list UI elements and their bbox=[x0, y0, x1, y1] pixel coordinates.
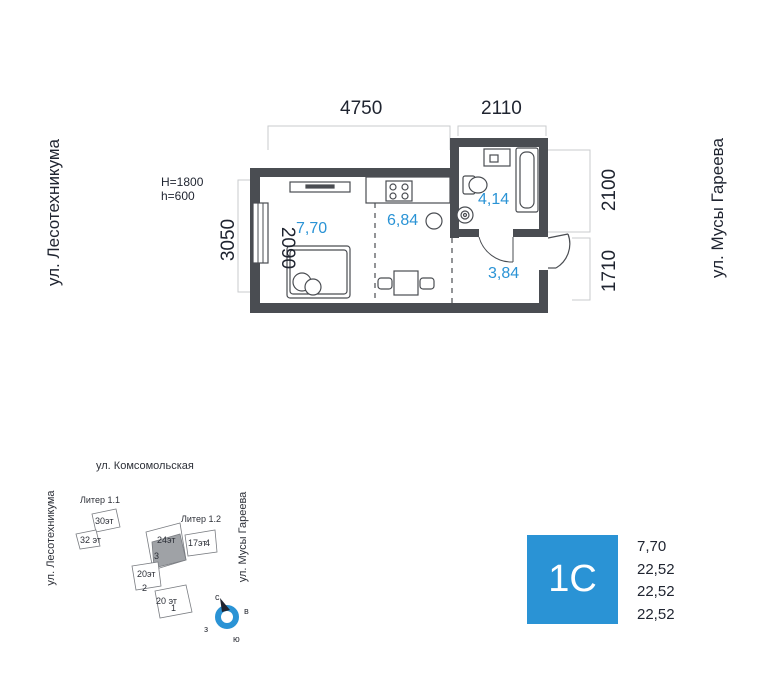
room-area-kitchen: 6,84 bbox=[387, 212, 419, 229]
room-area-living: 7,70 bbox=[296, 220, 328, 237]
bathroom-door bbox=[478, 236, 514, 263]
site-street-east: ул. Мусы Гареева bbox=[237, 491, 249, 583]
compass-north: с bbox=[215, 592, 220, 602]
site-plan-buildings bbox=[75, 508, 218, 619]
compass-icon bbox=[215, 598, 239, 629]
site-liter-1-1: Литер 1.1 bbox=[80, 495, 120, 505]
site-number-3: 3 bbox=[154, 551, 160, 561]
street-east-label: ул. Мусы Гареева bbox=[708, 138, 727, 278]
street-west-label: ул. Лесотехникума bbox=[44, 138, 63, 286]
site-floors-30: 30эт bbox=[95, 516, 114, 526]
room-area-hall: 3,84 bbox=[488, 265, 520, 282]
living-furniture bbox=[286, 181, 351, 299]
site-floors-24: 24эт bbox=[157, 535, 176, 545]
area-list-item: 22,52 bbox=[637, 560, 675, 578]
zone-separators bbox=[374, 203, 453, 303]
site-number-2: 2 bbox=[142, 583, 148, 593]
site-liter-1-2: Литер 1.2 bbox=[181, 514, 221, 524]
entrance-door bbox=[547, 233, 571, 269]
window bbox=[252, 202, 269, 264]
area-list-item: 22,52 bbox=[637, 605, 675, 623]
site-street-north: ул. Комсомольская bbox=[96, 460, 194, 472]
compass-east: в bbox=[244, 606, 249, 616]
window-height-bottom: h=600 bbox=[161, 189, 195, 203]
site-number-1: 1 bbox=[171, 603, 177, 613]
dimension-top-right: 2110 bbox=[481, 98, 522, 119]
window-height-label: H=1800 h=600 bbox=[161, 175, 203, 203]
site-number-4: 4 bbox=[205, 538, 211, 548]
compass-west: з bbox=[204, 624, 209, 634]
kitchen-furniture bbox=[365, 176, 451, 296]
site-floors-17: 17эт bbox=[188, 538, 207, 548]
area-list: 7,70 22,52 22,52 22,52 bbox=[637, 536, 675, 626]
area-list-item: 7,70 bbox=[637, 538, 667, 555]
room-area-bath: 4,14 bbox=[478, 191, 510, 208]
site-street-west: ул. Лесотехникума bbox=[45, 490, 57, 586]
site-floors-32: 32 эт bbox=[80, 535, 102, 545]
bathroom-fixtures bbox=[456, 147, 539, 224]
apartment-type-badge: 1С bbox=[527, 535, 618, 624]
site-floors-20a: 20эт bbox=[137, 569, 156, 579]
dimension-right-upper: 2100 bbox=[599, 168, 620, 212]
dimension-left-inner: 2090 bbox=[277, 226, 298, 270]
dimension-left-outer: 3050 bbox=[218, 218, 239, 262]
area-list-item: 22,52 bbox=[637, 583, 675, 600]
compass-south: ю bbox=[233, 634, 240, 644]
dimension-right-lower: 1710 bbox=[599, 249, 620, 293]
site-floors-20b: 20 эт bbox=[156, 596, 178, 606]
dimension-top-left: 4750 bbox=[340, 98, 383, 119]
window-height-top: H=1800 bbox=[161, 175, 204, 189]
